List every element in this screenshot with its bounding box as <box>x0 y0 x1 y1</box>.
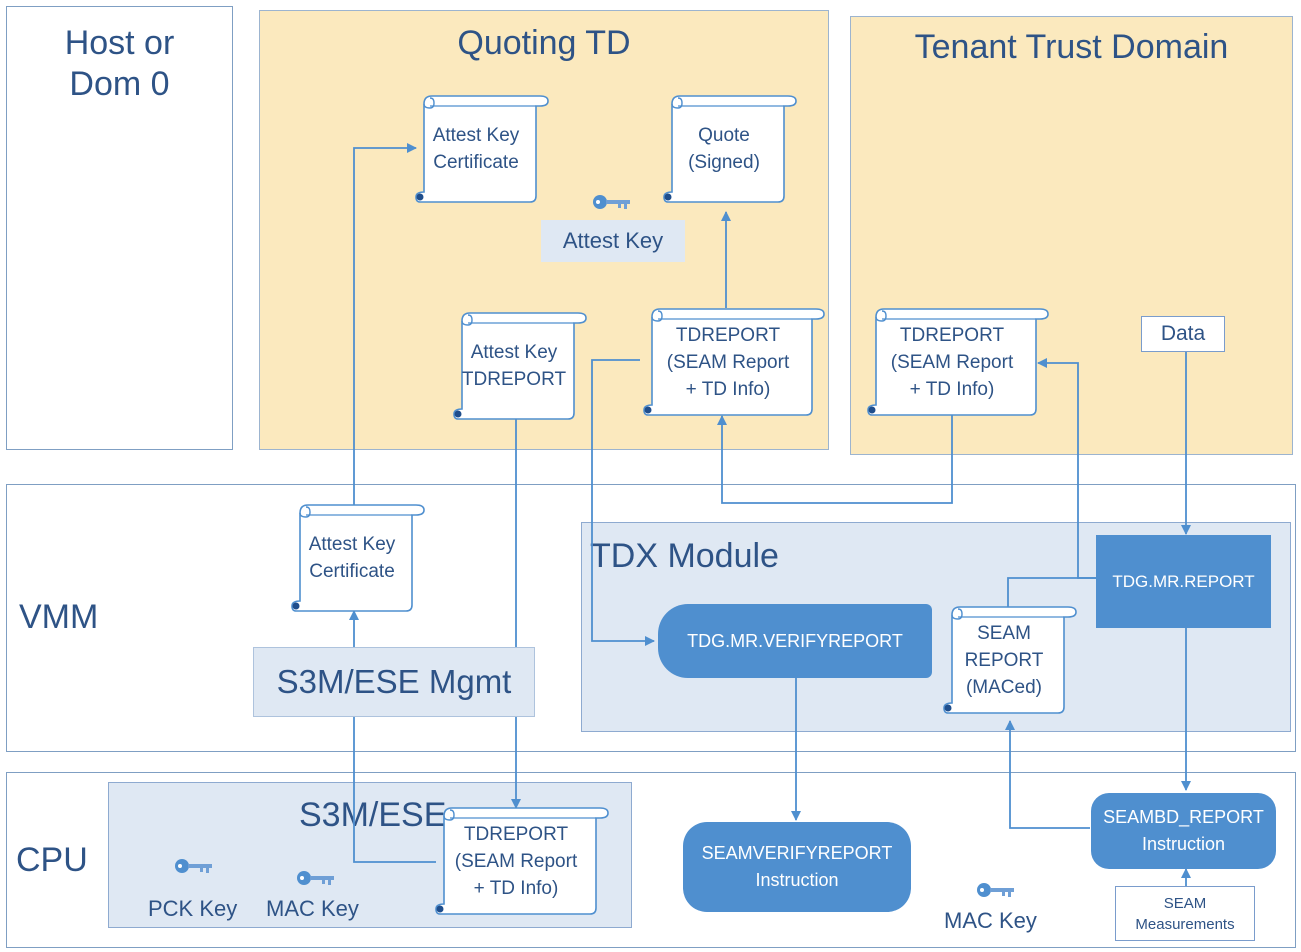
scroll-outline <box>643 308 825 416</box>
scroll-outline <box>291 504 425 612</box>
data-box: Data <box>1141 316 1225 352</box>
document-line: (SEAM Report <box>666 351 790 373</box>
pck-key-label: PCK Key <box>148 896 238 921</box>
seambd-line-1: SEAMBD_REPORT <box>1103 807 1264 827</box>
scroll-outline <box>453 312 587 420</box>
vmm-label: VMM <box>19 598 99 636</box>
document-line: TDREPORT <box>461 369 567 390</box>
mac-key-cpu-label: MAC Key <box>266 896 359 921</box>
tdx-module-title: TDX Module <box>590 537 779 575</box>
arrow-tenant-to-qtdreport <box>717 413 953 504</box>
arrow-seambd-to-seamreport <box>1005 720 1090 829</box>
key-glyph <box>593 195 630 209</box>
scroll-outline <box>867 308 1049 416</box>
scroll-outline <box>435 807 609 915</box>
doc-quote-signed: Quote (Signed) <box>663 95 797 203</box>
seam-measurements-line-1: SEAM <box>1163 894 1207 912</box>
key-glyph <box>297 871 334 885</box>
s3m-ese-mgmt-box: S3M/ESE Mgmt <box>253 647 535 717</box>
host-title: Host or Dom 0 <box>7 23 232 105</box>
arrow-cputdreport-to-mgmt <box>353 717 436 863</box>
document-text: TDREPORT (SEAM Report + TD Info) <box>436 820 596 902</box>
tenant-td-title: Tenant Trust Domain <box>914 28 1229 66</box>
document-line: TDREPORT <box>675 324 781 346</box>
pck-key-icon <box>174 856 214 881</box>
mac-key-cpu-icon <box>296 868 336 893</box>
scroll-outline <box>415 95 549 203</box>
document-line: + TD Info) <box>909 378 995 400</box>
host-title-line-1: Host or <box>64 24 175 62</box>
doc-seam-report-maced: SEAM REPORT (MACed) <box>943 606 1077 714</box>
attest-key-icon <box>592 192 632 217</box>
document-line: (SEAM Report <box>454 850 578 872</box>
arrow-qtdreport-to-verify <box>591 359 655 646</box>
doc-tdreport-cpu: TDREPORT (SEAM Report + TD Info) <box>435 807 609 915</box>
document-line: Quote <box>698 125 750 146</box>
mac-key-label: MAC Key <box>944 908 1037 933</box>
key-glyph <box>175 859 212 873</box>
document-line: TDREPORT <box>463 823 569 845</box>
seam-measurements-box: SEAM Measurements <box>1115 886 1255 941</box>
seamverifyreport-line-1: SEAMVERIFYREPORT <box>701 843 893 863</box>
document-line: SEAM <box>977 622 1031 644</box>
document-line: (SEAM Report <box>890 351 1014 373</box>
doc-tdreport-quoting: TDREPORT (SEAM Report + TD Info) <box>643 308 825 416</box>
document-text: TDREPORT (SEAM Report + TD Info) <box>868 321 1036 403</box>
document-text: TDREPORT (SEAM Report + TD Info) <box>644 321 812 403</box>
line-seamreport-to-tdgreport <box>1007 577 1096 610</box>
tdg-mr-verifyreport-box: TDG.MR.VERIFYREPORT <box>658 604 932 678</box>
document-line: Certificate <box>309 561 395 582</box>
doc-tdreport-tenant: TDREPORT (SEAM Report + TD Info) <box>867 308 1049 416</box>
quoting-td-title: Quoting TD <box>457 24 631 62</box>
document-line: (Signed) <box>688 152 760 173</box>
seambd-line-2: Instruction <box>1141 834 1226 854</box>
seam-measurements-line-2: Measurements <box>1135 915 1235 933</box>
tdg-mr-report-box: TDG.MR.REPORT <box>1096 535 1271 628</box>
arrow-vmmcert-to-qtdcert <box>353 143 417 506</box>
tenant-td-region: Tenant Trust Domain <box>850 16 1293 455</box>
seambd-report-instruction-box: SEAMBD_REPORT Instruction <box>1091 793 1276 869</box>
document-line: Attest Key <box>432 125 520 146</box>
scroll-outline <box>943 606 1077 714</box>
document-line: Attest Key <box>308 534 396 555</box>
host-region: Host or Dom 0 <box>6 6 233 450</box>
seamverifyreport-line-2: Instruction <box>755 870 839 890</box>
cpu-label: CPU <box>16 841 88 879</box>
host-title-line-2: Dom 0 <box>69 64 170 103</box>
document-line: Attest Key <box>470 342 558 363</box>
document-text: SEAM REPORT (MACed) <box>944 619 1064 701</box>
seamverifyreport-instruction-box: SEAMVERIFYREPORT Instruction <box>683 822 911 912</box>
scroll-outline <box>663 95 797 203</box>
attest-key-label: Attest Key <box>541 220 685 262</box>
document-line: Certificate <box>433 152 519 173</box>
key-glyph <box>977 883 1014 897</box>
document-text: Quote (Signed) <box>664 108 784 190</box>
document-line: REPORT <box>964 649 1044 671</box>
mac-key-icon <box>976 880 1016 905</box>
s3m-ese-title: S3M/ESE <box>299 796 447 834</box>
document-line: TDREPORT <box>899 324 1005 346</box>
document-line: + TD Info) <box>685 378 771 400</box>
document-line: (MACed) <box>965 676 1042 698</box>
document-line: + TD Info) <box>473 877 559 899</box>
